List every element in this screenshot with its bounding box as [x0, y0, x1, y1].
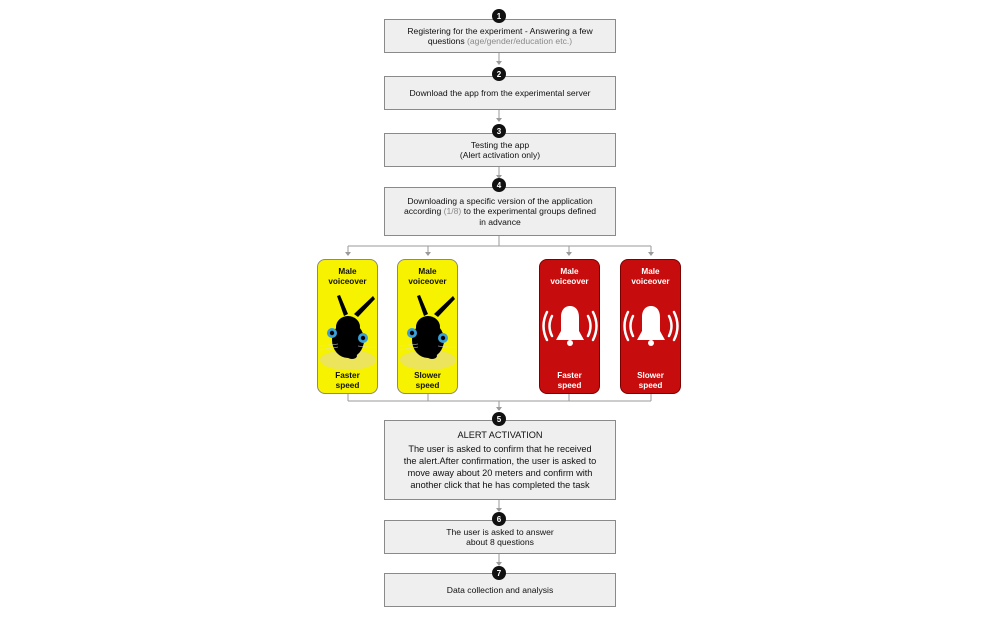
step-5-line2: the alert.After confirmation, the user i… — [403, 456, 597, 466]
step-5-line3: move away about 20 meters and confirm wi… — [407, 468, 593, 478]
step-4-ratio: (1/8) — [443, 206, 462, 217]
group-card-3: Male voiceover Faster speed — [539, 259, 600, 394]
step-2-text: Download the app from the experimental s… — [409, 87, 591, 98]
step-3-line1: Testing the app — [470, 139, 530, 150]
group-4-top-line1: Male — [641, 267, 660, 276]
step-4-box: Downloading a specific version of the ap… — [384, 187, 616, 236]
step-4-line2-start: according — [403, 206, 442, 217]
step-6-number-badge: 6 — [492, 512, 506, 526]
group-2-bottom-line1: Slower — [414, 371, 441, 380]
group-4-top-line2: voiceover — [631, 276, 670, 286]
group-card-1: Male voiceover Faster speed — [317, 259, 378, 394]
step-5-line1: The user is asked to confirm that he rec… — [408, 444, 592, 454]
black-rabbit-icon — [319, 295, 377, 370]
group-1-top-line1: Male — [338, 267, 357, 276]
group-2-bottom-line2: speed — [415, 380, 440, 390]
group-card-2: Male voiceover Slower speed — [397, 259, 458, 394]
group-4-bottom-line1: Slower — [637, 371, 664, 380]
step-2-box: Download the app from the experimental s… — [384, 76, 616, 110]
ringing-bell-icon — [542, 306, 598, 346]
step-2-number-badge: 2 — [492, 67, 506, 81]
step-1-line1: Registering for the experiment - Answeri… — [407, 25, 593, 36]
group-3-top-line1: Male — [560, 267, 579, 276]
group-4-bottom-line2: speed — [638, 380, 663, 390]
step-7-text: Data collection and analysis — [446, 584, 554, 595]
group-3-bottom-line2: speed — [557, 380, 582, 390]
step-3-box: Testing the app (Alert activation only) — [384, 133, 616, 167]
step-6-line2: about 8 questions — [466, 537, 534, 547]
group-2-top-line2: voiceover — [408, 276, 447, 286]
group-1-top-line2: voiceover — [328, 276, 367, 286]
group-1-bottom-line1: Faster — [335, 371, 360, 380]
group-2-top-line1: Male — [418, 267, 437, 276]
ringing-bell-icon — [623, 306, 679, 346]
step-5-line4: another click that he has completed the … — [410, 480, 590, 490]
step-4-number-badge: 4 — [492, 178, 506, 192]
step-1-muted-note: (age/gender/education etc.) — [467, 36, 573, 46]
group-3-top-line2: voiceover — [550, 276, 589, 286]
step-5-number-badge: 5 — [492, 412, 506, 426]
step-1-box: Registering for the experiment - Answeri… — [384, 19, 616, 53]
group-1-bottom-line2: speed — [335, 380, 360, 390]
step-5-title: ALERT ACTIVATION — [457, 430, 543, 440]
black-rabbit-icon — [399, 295, 457, 370]
group-card-4: Male voiceover Slower speed — [620, 259, 681, 394]
step-4-line2-end: to the experimental groups defined — [463, 206, 597, 217]
step-4-line1: Downloading a specific version of the ap… — [407, 195, 593, 206]
step-6-line1: The user is asked to answer — [446, 526, 554, 537]
step-3-number-badge: 3 — [492, 124, 506, 138]
step-3-line2: (Alert activation only) — [459, 150, 541, 160]
step-5-box: ALERT ACTIVATION The user is asked to co… — [384, 420, 616, 500]
step-1-number-badge: 1 — [492, 9, 506, 23]
step-7-number-badge: 7 — [492, 566, 506, 580]
step-4-line3: in advance — [479, 216, 521, 227]
group-3-bottom-line1: Faster — [557, 371, 582, 380]
step-1-line2: questions — [427, 36, 465, 46]
